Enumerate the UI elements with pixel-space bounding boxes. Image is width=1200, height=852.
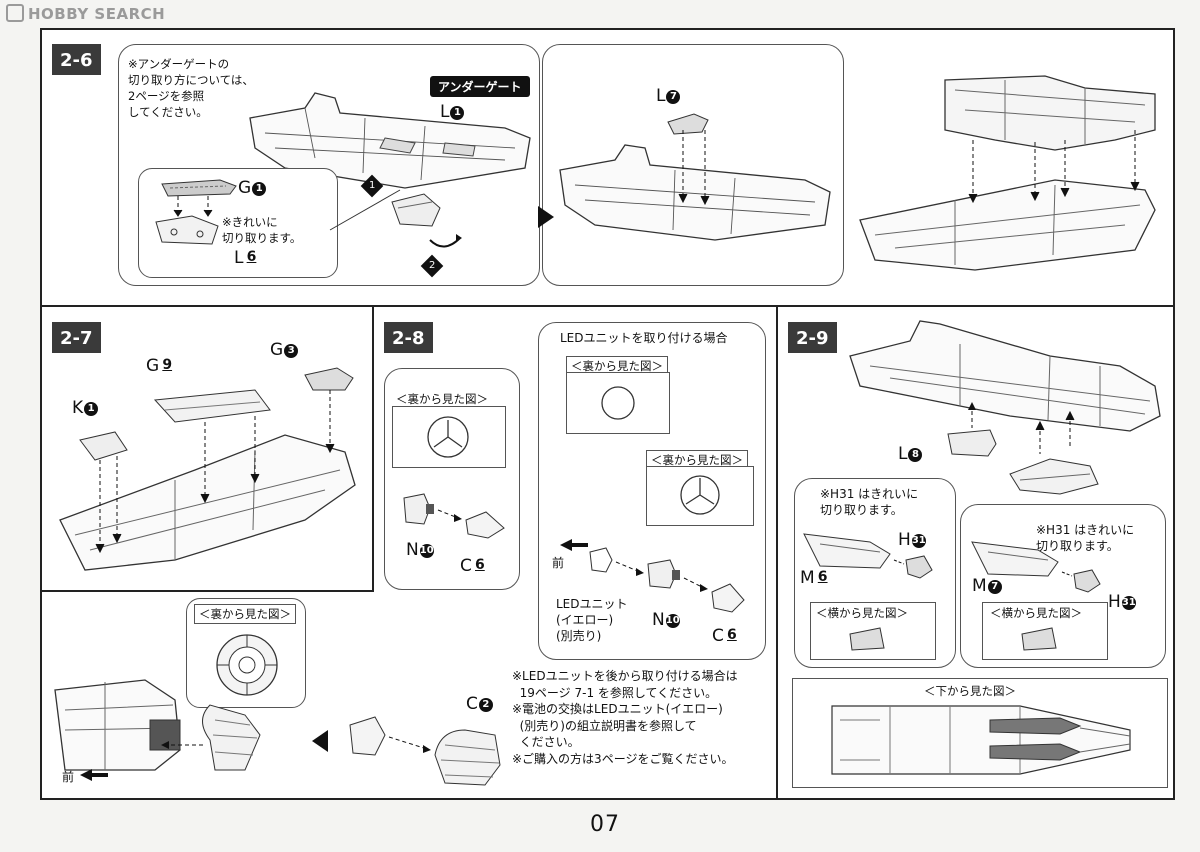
part-g1-drawing (161, 179, 237, 197)
g1-assembly-arrows (173, 196, 213, 217)
view-side-label-b: ＜横から見た図＞ (986, 604, 1086, 622)
led-back-view-drawing (601, 386, 635, 420)
front-label-led: 前 (552, 556, 565, 570)
front-arrow-icon-led (560, 539, 588, 551)
part-l7-drawing (667, 113, 709, 135)
undergate-note: ※アンダーゲートの 切り取り方については、 2ページを参照 してください。 (128, 57, 254, 119)
view-back-label-a: ＜裏から見た図＞ (392, 390, 492, 408)
nozzle-c2-drawing (349, 716, 501, 786)
part-h31-label-a: H31 (898, 530, 926, 550)
divider-27-28 (372, 305, 374, 592)
engine-nozzle-assembly-drawing (54, 679, 261, 771)
h31-note-right: ※H31 はきれいに 切り取ります。 (1036, 523, 1135, 553)
h31-note-left: ※H31 はきれいに 切り取ります。 (820, 487, 919, 517)
cut-clean-note: ※きれいに 切り取ります。 (222, 215, 302, 245)
n10-c6-drawing (403, 493, 505, 539)
side-view-box-a (810, 602, 936, 660)
led-assembly-drawing (589, 547, 745, 613)
part-n10-label-b: N10 (652, 610, 680, 630)
l8-assembly-drawing (947, 402, 1099, 495)
side-view-drawing-b (1021, 627, 1057, 651)
step-2-7-assembly-drawing (59, 367, 356, 571)
part-m7-drawing (971, 541, 1101, 593)
divider-27-bottom (40, 590, 374, 592)
undergate-label: アンダーゲート (430, 76, 530, 97)
step-2-8-notes: ※LEDユニットを後から取り付ける場合は 19ページ 7-1 を参照してください… (512, 669, 738, 766)
view-back-label-b: ＜裏から見た図＞ (566, 356, 668, 376)
engine-rear-view-drawing (216, 634, 278, 696)
bottom-view-drawing (831, 705, 1131, 775)
led-case-title: LEDユニットを取り付ける場合 (560, 331, 728, 345)
step-2-7-badge: 2-7 (52, 322, 101, 353)
hull-with-upper-drawing (859, 75, 1156, 271)
view-bottom-label: ＜下から見た図＞ (920, 682, 1020, 700)
step-2-9-badge: 2-9 (788, 322, 837, 353)
side-view-box-b (982, 602, 1108, 660)
part-l6-drawing (155, 215, 219, 245)
side-view-drawing-a (849, 627, 885, 651)
rotate-arrow-icon (429, 234, 462, 248)
watermark: HOBBY SEARCH (6, 4, 165, 23)
hull-with-l7-drawing (559, 130, 831, 241)
part-m6-drawing (803, 533, 933, 579)
engine-nacelle-drawing (849, 320, 1161, 432)
hull-part-l1-drawing (249, 92, 531, 189)
part-h31-label-b: H31 (1108, 592, 1136, 612)
small-part-drawing (391, 193, 441, 227)
inset-callout-line (329, 189, 401, 231)
front-arrow-icon (80, 769, 108, 781)
n10-back-view-drawing (427, 416, 469, 458)
n10-back-view-drawing-b (680, 475, 720, 515)
page-number: 07 (590, 812, 620, 837)
front-label: 前 (62, 770, 75, 784)
step-2-6-badge: 2-6 (52, 44, 101, 75)
step-2-8-badge: 2-8 (384, 322, 433, 353)
view-back-label: ＜裏から見た図＞ (194, 604, 296, 624)
step-arrow-icon (538, 206, 554, 228)
step-arrow-left-icon (312, 730, 328, 752)
part-n10-label-a: N10 (406, 540, 434, 560)
hobby-search-logo-icon (6, 4, 24, 22)
watermark-text: HOBBY SEARCH (28, 5, 166, 23)
divider-28-29 (776, 305, 778, 800)
led-unit-label: LEDユニット (イエロー) (別売り) (556, 597, 628, 643)
divider-row1 (40, 305, 1175, 307)
view-side-label-a: ＜横から見た図＞ (812, 604, 912, 622)
